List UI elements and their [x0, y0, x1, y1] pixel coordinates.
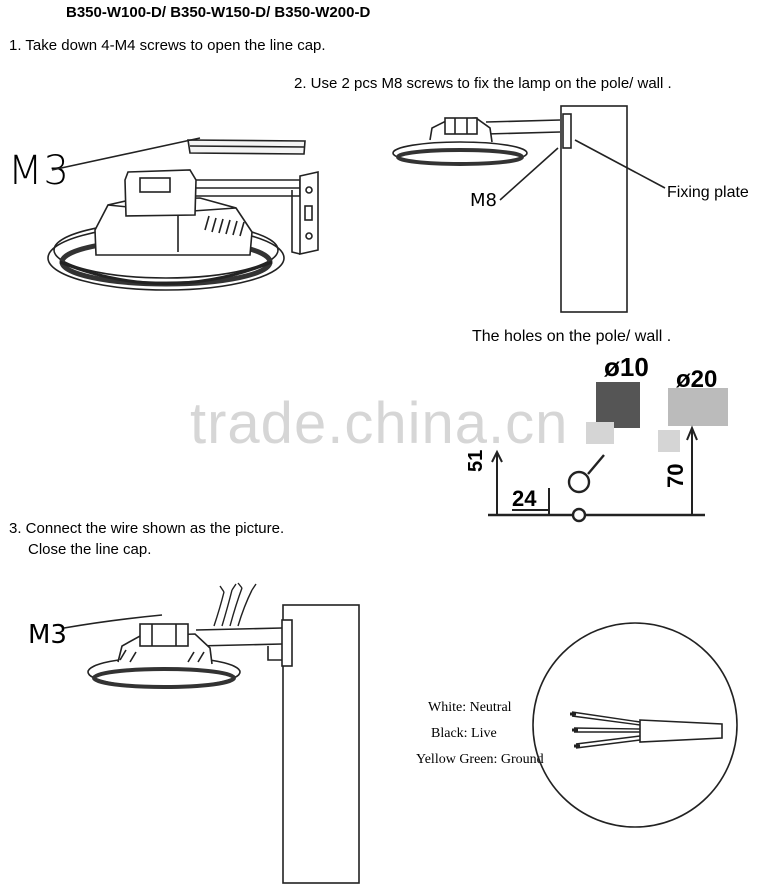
lamp-figure-2 — [392, 105, 666, 313]
wire-yellow-green-label: Yellow Green: Ground — [416, 752, 544, 767]
step-1-text: 1. Take down 4-M4 screws to open the lin… — [9, 37, 326, 54]
wire-white-label: White: Neutral — [428, 700, 512, 715]
m8-label: M8 — [470, 190, 497, 211]
lamp-figure-1 — [47, 137, 319, 291]
wire-detail-figure — [532, 622, 738, 828]
dia10-label: ø10 — [604, 352, 649, 382]
m3-label-top: M3 — [8, 148, 70, 194]
step-2-text: 2. Use 2 pcs M8 screws to fix the lamp o… — [294, 75, 672, 92]
dim-24-label: 24 — [512, 486, 537, 511]
holes-caption: The holes on the pole/ wall . — [472, 328, 672, 345]
step-3-text-line2: Close the line cap. — [28, 541, 152, 558]
fixing-plate-label: Fixing plate — [667, 184, 749, 201]
hole-dimension-figure — [488, 382, 728, 523]
watermark: trade.china.cn — [190, 391, 569, 456]
document-title: B350-W100-D/ B350-W150-D/ B350-W200-D — [66, 4, 371, 21]
step-3-text: 3. Connect the wire shown as the picture… — [9, 520, 285, 537]
m3-label-bottom: M3 — [28, 620, 67, 650]
wire-black-label: Black: Live — [431, 726, 497, 741]
lamp-figure-3 — [63, 582, 360, 884]
